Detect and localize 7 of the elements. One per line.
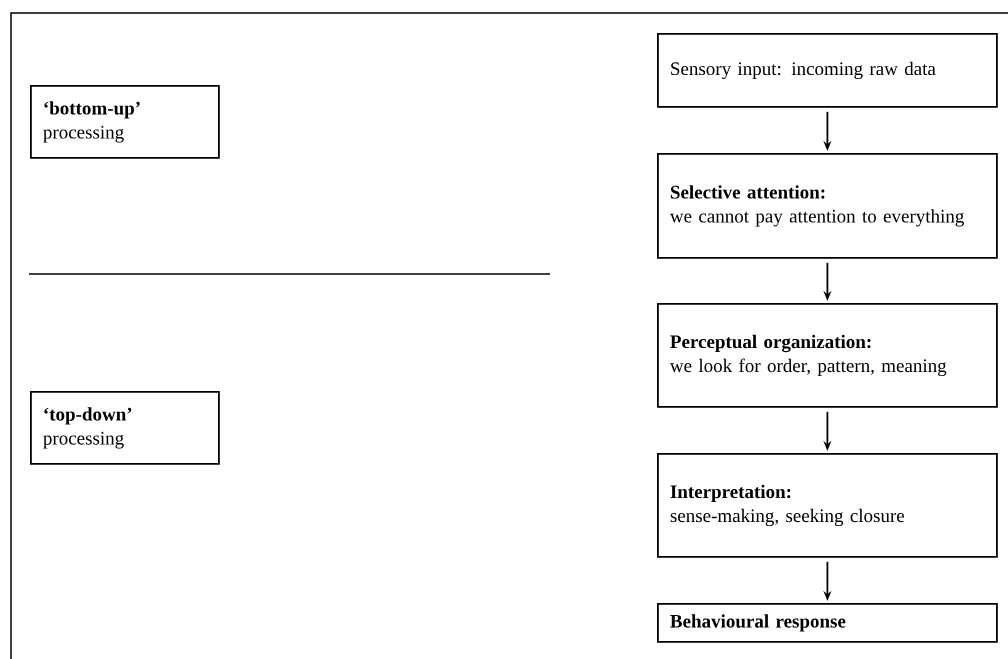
text-box: Behavioural response	[657, 603, 998, 643]
text-box: Selective attention: we cannot pay attention to everything	[657, 153, 998, 259]
text-box: Interpretation: sense-making, seeking closure	[657, 453, 998, 558]
text-box: Sensory input: incoming raw data	[657, 33, 998, 108]
text-box: ‘bottom-up’ processing	[30, 85, 220, 159]
text-box: ‘top-down’ processing	[30, 391, 220, 465]
text-box: Perceptual organization: we look for order, pattern, meaning	[657, 303, 998, 408]
